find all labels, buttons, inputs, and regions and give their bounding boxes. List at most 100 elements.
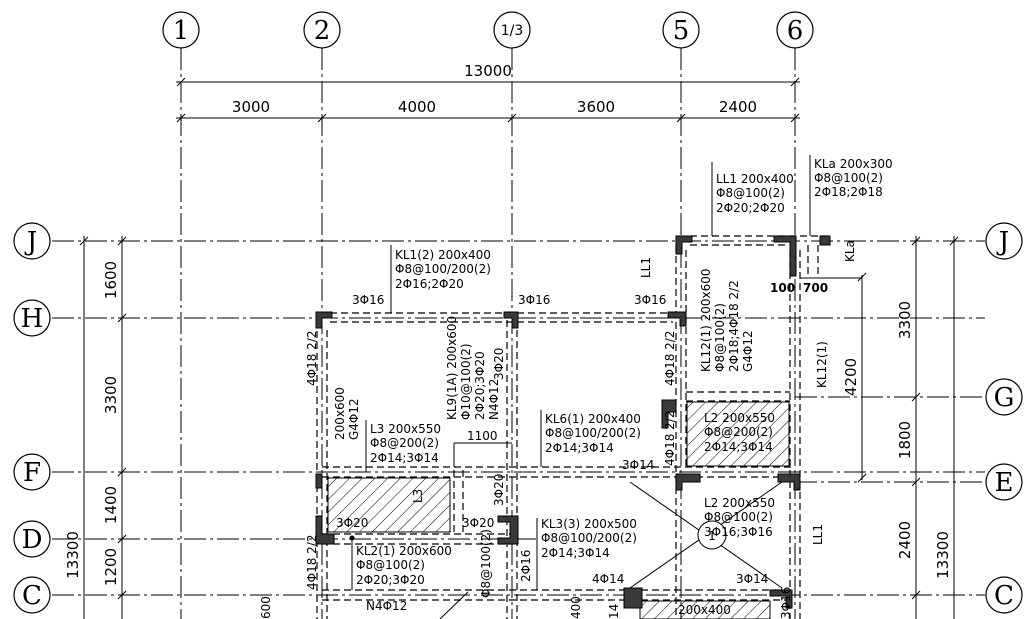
grid-label-6: 6 [787, 16, 804, 46]
kl3-top-bar: 4Φ14 [592, 572, 624, 586]
col2-size: 200x600 [333, 387, 347, 440]
kl12-side-bar: G4Φ12 [741, 330, 755, 372]
l2b-bottom-bar: 3Φ14 [736, 572, 768, 586]
l2b-name: L2 200x550 [704, 496, 775, 510]
kl1-stirrup: Φ8@100/200(2) [395, 262, 491, 276]
grid-bubble-1-3: 1/3 [493, 11, 531, 49]
kl9-bottom-bar: 3Φ20 [492, 474, 506, 506]
ll1-stirrup: Φ8@100(2) [716, 186, 785, 200]
dim-700: 700 [803, 281, 828, 295]
grid-label-5: 5 [673, 16, 690, 46]
kl1-rebar: 2Φ16;2Φ20 [395, 277, 464, 291]
hatched-area-l3 [327, 477, 451, 533]
kl9-side-bar: N4Φ12 [487, 379, 501, 420]
kl6-top-bar: 3Φ14 [622, 458, 654, 472]
kl12-side-label: KL12(1) [815, 341, 829, 388]
l2a-name: L2 200x550 [704, 411, 775, 425]
kl1-top-bar-b: 3Φ16 [518, 293, 550, 307]
bottom-side-bar: N4Φ12 [366, 599, 407, 613]
annotation-ll1-top: LL1 200x400 Φ8@100(2) 2Φ20;2Φ20 [711, 162, 794, 236]
l2b-rebar: 3Φ16;3Φ16 [704, 525, 773, 539]
right-dimensions: 3300 1800 2400 13300 4200 [842, 236, 959, 619]
grid-label-right-J: J [996, 227, 1009, 257]
kl3-name: KL3(3) 200x500 [541, 517, 637, 531]
grid-bubble-5: 5 [662, 11, 700, 49]
kl12-name: KL12(1) 200x600 [699, 268, 713, 372]
kl6-stirrup: Φ8@100/200(2) [545, 426, 641, 440]
kl1-top-bar-c: 3Φ16 [634, 293, 666, 307]
l2a-rebar: 2Φ14;3Φ14 [704, 440, 773, 454]
l3-span-label: L3 [411, 489, 425, 503]
bottom-beam-size: 200x400 [678, 603, 731, 617]
grid-label-1: 1 [173, 16, 190, 46]
dim-1100: 1100 [467, 429, 498, 443]
column-5-J [675, 235, 693, 255]
cut-stirrup: Φ8@100(2) [479, 529, 493, 598]
grid-bubble-right-C: C [985, 576, 1023, 614]
annotation-kl12: KL12(1) 200x600 Φ8@100(2) 2Φ18;4Φ18 2/2 … [699, 268, 755, 372]
kl3-stirrup: Φ8@100/200(2) [541, 531, 637, 545]
grid-bubble-left-J: J [13, 222, 51, 260]
col3-lower-bar: 2Φ16 [519, 550, 533, 582]
ll1-side-label-lower: LL1 [811, 524, 825, 545]
annotation-kl6: KL6(1) 200x400 Φ8@100/200(2) 2Φ14;3Φ14 [540, 410, 641, 467]
cut-bar: 14 [607, 604, 621, 619]
l3-bottom-bar-b: 3Φ20 [462, 516, 494, 530]
detail-marker: 1 [708, 529, 716, 543]
kl9-top-bar: 3Φ20 [492, 348, 506, 380]
grid-label-left-C: C [22, 581, 42, 611]
kla-rebar: 2Φ18;2Φ18 [814, 185, 883, 199]
grid-bubble-1: 1 [162, 11, 200, 49]
kl6-rebar: 2Φ14;3Φ14 [545, 441, 614, 455]
col2-side-bar: G4Φ12 [347, 398, 361, 440]
col2-bar-upper: 4Φ18 2/2 [305, 331, 319, 386]
dim-right-2400: 2400 [896, 521, 914, 559]
col5-bar-lower: 4Φ18 2/2 [663, 411, 677, 466]
col6-lower-bar: 3Φ16 [779, 587, 793, 619]
column-3-H [503, 311, 519, 329]
column-2-D [315, 515, 335, 545]
kl9-stirrup: Φ10@100(2) [459, 343, 473, 420]
grid-label-1-3: 1/3 [501, 23, 524, 39]
beam-outlines [316, 235, 828, 619]
hatched-area-bottom [639, 600, 771, 619]
l3-rebar: 2Φ14;3Φ14 [370, 451, 439, 465]
annotation-1100: 1100 [453, 429, 512, 467]
grid-label-2: 2 [314, 16, 331, 46]
grid-label-left-D: D [22, 525, 43, 555]
kl1-top-bar-a: 3Φ16 [352, 293, 384, 307]
column-6-C [769, 589, 793, 609]
grid-label-right-G: G [994, 383, 1015, 413]
column-kla [819, 235, 831, 246]
dim-span-5-6: 2400 [719, 98, 757, 116]
hatched-area-l2 [686, 401, 790, 467]
annotation-kl9: KL9(1A) 200x600 Φ10@100(2) 2Φ20;3Φ20 N4Φ… [445, 316, 501, 420]
l2a-stirrup: Φ8@200(2) [704, 425, 773, 439]
cut-size: 600 [259, 596, 273, 619]
column-5-E [675, 473, 701, 491]
kla-stirrup: Φ8@100(2) [814, 171, 883, 185]
dim-right-1800: 1800 [896, 421, 914, 459]
column-6-J [773, 235, 797, 277]
dim-left-overall: 13300 [64, 531, 82, 579]
grid-label-right-C: C [994, 581, 1014, 611]
columns [315, 235, 831, 609]
dim-left-1600: 1600 [102, 261, 120, 299]
column-5-G [661, 399, 677, 429]
l3-stirrup: Φ8@200(2) [370, 436, 439, 450]
annotation-l2-upper: L2 200x550 Φ8@200(2) 2Φ14;3Φ14 [704, 411, 775, 454]
dim-span-1-2: 3000 [232, 98, 270, 116]
kl9-name: KL9(1A) 200x600 [445, 316, 459, 420]
grid-bubble-left-F: F [13, 453, 51, 491]
grid-bubble-2: 2 [303, 11, 341, 49]
l3-bottom-bar-a: 3Φ20 [336, 516, 368, 530]
annotation-l2-lower: L2 200x550 Φ8@100(2) 3Φ16;3Φ16 [704, 496, 775, 539]
grid-label-left-H: H [21, 304, 44, 334]
grid-bubble-right-E: E [985, 463, 1023, 501]
dim-span-3-5: 3600 [577, 98, 615, 116]
dim-right-overall: 13300 [934, 531, 952, 579]
dim-right-4200: 4200 [842, 358, 860, 396]
annotation-l3: L3 200x550 Φ8@200(2) 2Φ14;3Φ14 [365, 420, 441, 472]
annotation-kl2: KL2(1) 200x600 Φ8@100(2) 2Φ20;3Φ20 [349, 535, 452, 590]
kl3-rebar: 2Φ14;3Φ14 [541, 546, 610, 560]
